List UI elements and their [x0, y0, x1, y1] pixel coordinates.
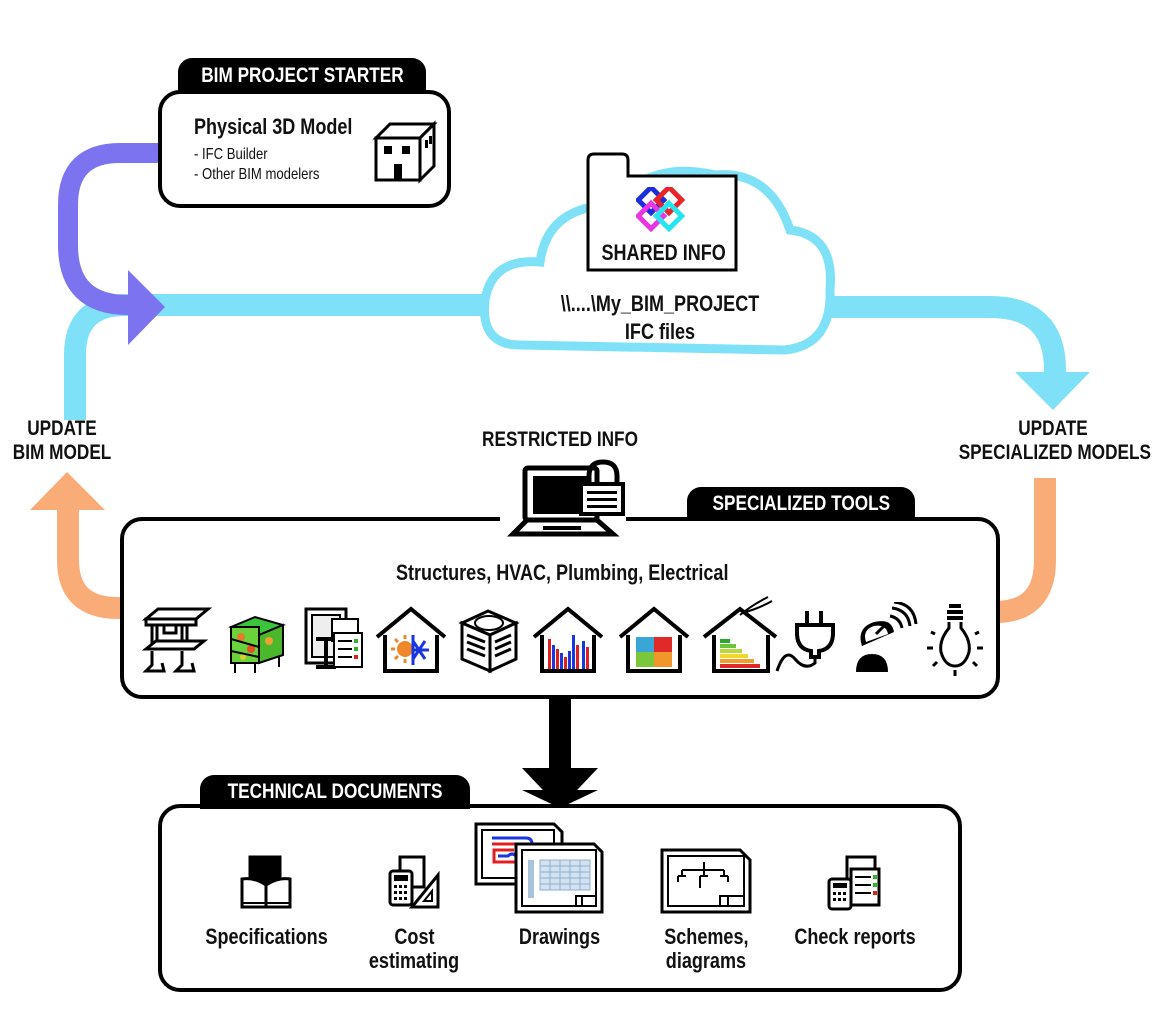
house-heating-cooling-icon [375, 606, 447, 673]
label-line: UPDATE [27, 417, 97, 440]
starter-item: - IFC Builder [194, 146, 268, 163]
output-arrow-shaft [549, 695, 571, 770]
satellite-dish-icon [856, 602, 918, 672]
check-report-icon [827, 855, 881, 911]
structural-analysis-icon [227, 615, 287, 673]
structure-frame-icon [142, 607, 212, 673]
output-arrow-tip [522, 790, 598, 808]
house-energy-sources-icon [618, 606, 690, 673]
doc-label-drawings: Drawings [500, 925, 620, 949]
label-line: UPDATE [1018, 417, 1088, 440]
scheme-diagram-icon [660, 848, 752, 914]
starter-box: Physical 3D Model - IFC Builder - Other … [158, 90, 451, 208]
shared-files: IFC files [624, 319, 696, 344]
doc-label-schemes-diagrams: Schemes, diagrams [646, 925, 766, 973]
starter-tab: BIM PROJECT STARTER [178, 58, 426, 94]
doc-label-specifications: Specifications [192, 925, 342, 949]
air-conditioner-unit-icon [458, 609, 520, 674]
doc-label-check-reports: Check reports [780, 925, 930, 949]
drawings-icon [474, 822, 604, 914]
tools-tab: SPECIALIZED TOOLS [687, 487, 915, 521]
update-specialized-flow [994, 478, 1056, 623]
shared-path: \\....\My_BIM_PROJECT [560, 291, 760, 316]
documents-tab: TECHNICAL DOCUMENTS [200, 775, 470, 809]
update-bim-model-label: UPDATE BIM MODEL [12, 417, 112, 465]
starter-tab-label: BIM PROJECT STARTER [200, 64, 404, 87]
label-line: SPECIALIZED MODELS [958, 441, 1152, 464]
shared-flow-right [800, 296, 1066, 380]
label-line: BIM MODEL [12, 441, 112, 464]
calculator-ruler-icon [388, 855, 440, 909]
building-icon [372, 120, 438, 184]
starter-item: - Other BIM modelers [194, 166, 320, 183]
window-checklist-icon [304, 607, 363, 669]
shared-folder-label: SHARED INFO [601, 240, 726, 265]
locked-laptop-icon [506, 459, 625, 537]
output-arrow-head [522, 768, 598, 808]
label-line: Cost [393, 924, 435, 949]
documents-tab-label: TECHNICAL DOCUMENTS [227, 780, 443, 803]
tools-subtitle: Structures, HVAC, Plumbing, Electrical [396, 560, 729, 585]
house-energy-label-icon [702, 596, 778, 673]
label-line: diagrams [665, 948, 747, 973]
ifc-logo-icon [636, 187, 686, 233]
shared-flow-arrowhead [1015, 372, 1090, 410]
update-bim-flow [57, 505, 125, 619]
model-flow-arrowhead [128, 270, 165, 345]
electric-plug-icon [775, 611, 835, 672]
tools-tab-label: SPECIALIZED TOOLS [712, 492, 890, 515]
update-specialized-models-label: UPDATE SPECIALIZED MODELS [958, 417, 1152, 465]
book-icon [240, 855, 292, 909]
label-line: estimating [368, 948, 460, 973]
label-line: Specifications [205, 924, 329, 949]
label-line: Schemes, [663, 924, 749, 949]
label-line: Check reports [794, 924, 916, 949]
doc-label-cost-estimating: Cost estimating [354, 925, 474, 973]
starter-title: Physical 3D Model [194, 114, 353, 139]
model-flow [58, 143, 160, 315]
restricted-label: RESTRICTED INFO [482, 428, 638, 451]
light-bulb-icon [927, 604, 983, 676]
label-line: Drawings [519, 924, 601, 949]
update-bim-arrowhead [30, 472, 105, 510]
house-bar-chart-icon [532, 606, 604, 673]
